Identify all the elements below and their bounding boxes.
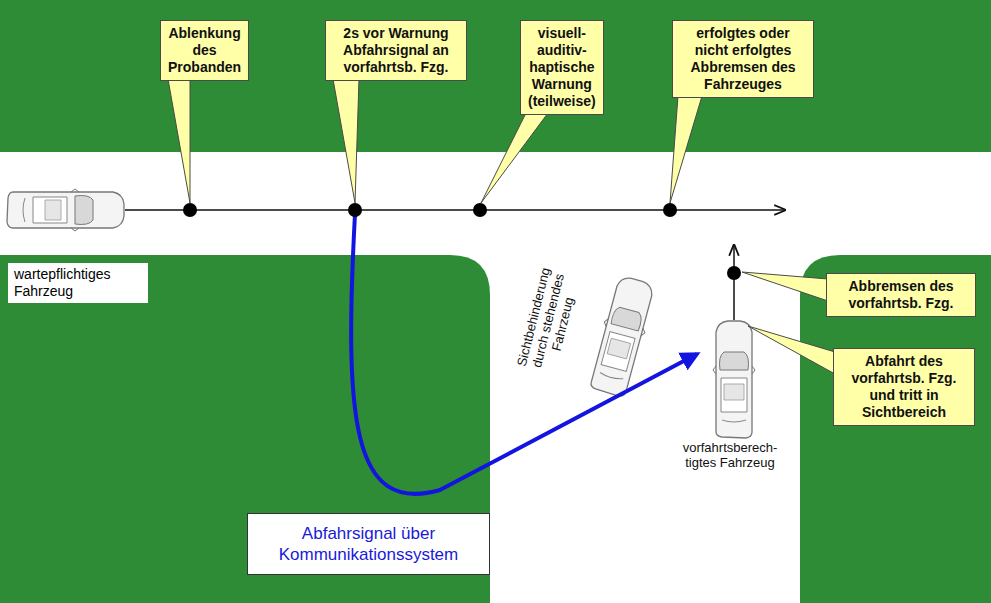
callout-pointer	[168, 79, 190, 203]
node-text: Abfahrsignal über Kommunikationssystem	[258, 523, 479, 565]
vehicle-label: wartepflichtiges Fahrzeug	[8, 263, 148, 303]
node-text: visuell- auditiv- haptische Warnung (tei…	[528, 25, 596, 110]
event-dot	[473, 203, 487, 217]
event-dot	[183, 203, 197, 217]
callout-pointer	[742, 272, 828, 301]
signal-label: Abfahrsignal über Kommunikationssystem	[247, 513, 490, 575]
callout-box: Abfahrt des vorfahrtsb. Fzg. und tritt i…	[833, 348, 975, 426]
callout-pointer	[670, 96, 702, 203]
callout-box: erfolgtes oder nicht erfolgtes Abbremsen…	[672, 20, 814, 98]
obstruction-label: Sichtbehinderung durch stehendes Fahrzeu…	[511, 256, 584, 385]
callout-box: 2s vor Warnung Abfahrsignal an vorfahrts…	[325, 20, 467, 81]
event-dot	[348, 203, 362, 217]
priority-car	[713, 321, 755, 438]
event-dot	[727, 266, 741, 280]
event-dot	[663, 203, 677, 217]
node-text: Ablenkung des Probanden	[168, 25, 241, 76]
vehicle-path	[125, 209, 785, 211]
node-text: wartepflichtiges Fahrzeug	[14, 266, 142, 300]
signal-curve	[351, 214, 697, 494]
green-area	[0, 255, 490, 603]
vehicle-label: vorfahrtsberech- tigtes Fahrzeug	[668, 440, 792, 470]
node-text: 2s vor Warnung Abfahrsignal an vorfahrts…	[333, 25, 459, 76]
vehicle-path	[733, 245, 735, 320]
green-area	[800, 255, 991, 603]
callout-pointer	[481, 113, 548, 203]
node-text: erfolgtes oder nicht erfolgtes Abbremsen…	[680, 25, 806, 93]
node-text: Abbremsen des vorfahrtsb. Fzg.	[834, 278, 968, 312]
waiting-car	[7, 189, 124, 231]
green-area	[0, 0, 991, 152]
callout-pointer	[748, 326, 835, 374]
callout-box: visuell- auditiv- haptische Warnung (tei…	[520, 20, 604, 115]
callout-box: Ablenkung des Probanden	[160, 20, 249, 81]
callout-pointer	[333, 79, 359, 203]
callout-box: Abbremsen des vorfahrtsb. Fzg.	[826, 273, 976, 317]
node-text: Abfahrt des vorfahrtsb. Fzg. und tritt i…	[841, 353, 967, 421]
